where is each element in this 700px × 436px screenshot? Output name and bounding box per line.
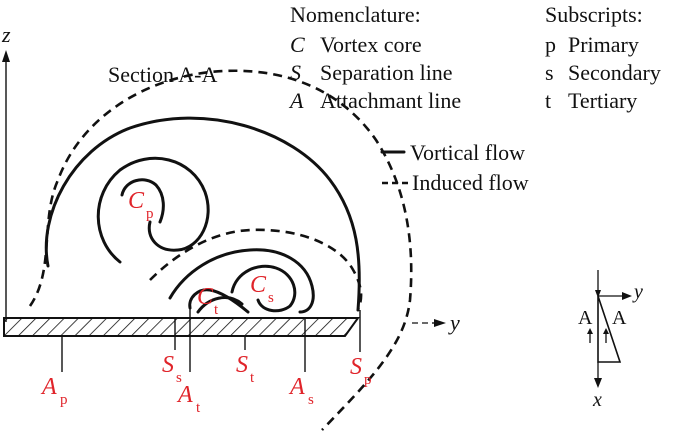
vortical-flow-label: Vortical flow bbox=[410, 140, 525, 165]
primary-vortex-core-curl bbox=[120, 178, 165, 224]
y-axis: y bbox=[412, 310, 460, 335]
subscript-text-p: Primary bbox=[568, 32, 639, 57]
flow-legend: Vortical flow Induced flow bbox=[380, 140, 529, 195]
svg-text:s: s bbox=[176, 370, 182, 386]
svg-text:p: p bbox=[146, 206, 154, 222]
svg-text:C: C bbox=[128, 188, 145, 214]
marker-label-as: A s bbox=[288, 374, 314, 408]
subscripts-block: Subscripts: p Primary s Secondary t Tert… bbox=[545, 2, 661, 113]
svg-text:S: S bbox=[236, 352, 248, 378]
nomenclature-text-c: Vortex core bbox=[320, 32, 422, 57]
core-label-secondary: C s bbox=[250, 272, 274, 306]
primary-vortex-spiral bbox=[96, 156, 210, 264]
subscript-symbol-t: t bbox=[545, 88, 551, 113]
delta-wing-shape bbox=[597, 295, 622, 363]
tertiary-vortex-cross bbox=[196, 296, 244, 314]
primary-vortex-boundary bbox=[44, 116, 361, 312]
secondary-vortex-spiral bbox=[230, 264, 297, 313]
nomenclature-text-s: Separation line bbox=[320, 60, 453, 85]
nomenclature-symbol-c: C bbox=[290, 32, 305, 57]
svg-text:A: A bbox=[40, 374, 57, 400]
marker-label-sp: S p bbox=[350, 354, 372, 388]
nomenclature-block: Nomenclature: C Vortex core S Separation… bbox=[288, 2, 461, 113]
inset-section-right: A bbox=[612, 307, 627, 329]
svg-text:S: S bbox=[162, 352, 174, 378]
induced-flow-label: Induced flow bbox=[412, 170, 529, 195]
svg-text:s: s bbox=[268, 290, 274, 306]
marker-label-ap: A p bbox=[40, 374, 68, 408]
subscript-symbol-s: s bbox=[545, 60, 554, 85]
nomenclature-symbol-s: S bbox=[290, 60, 301, 85]
svg-text:t: t bbox=[196, 400, 201, 416]
svg-text:C: C bbox=[250, 272, 267, 298]
svg-text:t: t bbox=[214, 302, 219, 318]
marker-label-ss: S s bbox=[162, 352, 182, 386]
subscript-text-s: Secondary bbox=[568, 60, 661, 85]
outer-induced-flow bbox=[28, 69, 413, 431]
z-axis-label: z bbox=[1, 22, 11, 47]
svg-text:C: C bbox=[197, 284, 214, 310]
nomenclature-title: Nomenclature: bbox=[290, 2, 421, 27]
core-label-primary: C p bbox=[128, 188, 154, 222]
core-label-tertiary: C t bbox=[197, 284, 219, 318]
planform-inset: A A y x bbox=[578, 270, 643, 411]
subscript-text-t: Tertiary bbox=[568, 88, 637, 113]
y-axis-label: y bbox=[448, 310, 460, 335]
svg-text:A: A bbox=[176, 382, 193, 408]
surface-plate bbox=[3, 317, 360, 337]
z-axis: z bbox=[1, 22, 11, 322]
inset-x-label: x bbox=[592, 389, 602, 411]
marker-ticks bbox=[61, 300, 361, 372]
nomenclature-text-a: Attachmant line bbox=[320, 88, 461, 113]
svg-text:p: p bbox=[60, 392, 68, 408]
svg-text:p: p bbox=[364, 372, 372, 388]
secondary-vortex-outer bbox=[168, 248, 315, 314]
nomenclature-symbol-a: A bbox=[288, 88, 304, 113]
svg-text:A: A bbox=[288, 374, 305, 400]
inset-y-label: y bbox=[632, 281, 643, 303]
tertiary-vortex-loop bbox=[188, 288, 250, 314]
inset-section-left: A bbox=[578, 307, 593, 329]
subscript-symbol-p: p bbox=[545, 32, 556, 57]
marker-label-st: S t bbox=[236, 352, 255, 386]
subscripts-title: Subscripts: bbox=[545, 2, 643, 27]
svg-text:s: s bbox=[308, 392, 314, 408]
svg-text:S: S bbox=[350, 354, 362, 380]
svg-text:t: t bbox=[250, 370, 255, 386]
marker-label-at: A t bbox=[176, 382, 201, 416]
